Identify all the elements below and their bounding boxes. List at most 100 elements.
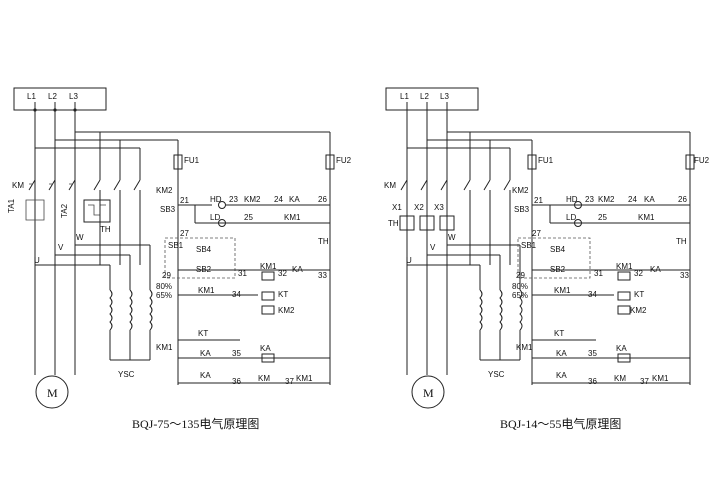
th-label-right: TH [388, 219, 399, 228]
km2-coil-label: KM2 [278, 306, 295, 315]
th-right-label: TH [318, 237, 329, 246]
left-schematic: L1 L2 L3 KM KM2 TA1 TA2 TH V U W [7, 87, 352, 431]
ka-run-label-right: KA [556, 371, 567, 380]
right-caption: BQJ-14～55电气原理图 [500, 416, 621, 431]
tap-80-label: 80% [156, 282, 172, 291]
kt-contact-label: KT [198, 329, 208, 338]
th-block-3 [439, 215, 455, 231]
km1-coil [261, 271, 275, 281]
phase-label-l1: L1 [27, 92, 36, 101]
x2-label: X2 [414, 203, 424, 212]
node-29-right: 29 [516, 271, 525, 280]
fu1-fuse-right [527, 154, 537, 170]
ka-coil [261, 353, 275, 363]
ka-parallel-label-right: KA [650, 265, 661, 274]
sb3-label: SB3 [160, 205, 176, 214]
fu2-fuse-right [685, 154, 695, 170]
ka-parallel-label: KA [292, 265, 303, 274]
node-21: 21 [180, 196, 189, 205]
node-25-right: 25 [598, 213, 607, 222]
node-35: 35 [232, 349, 241, 358]
km1-coil-right [617, 271, 631, 281]
ysc-autotransformer: YSC [109, 245, 153, 379]
power-source-box-right [385, 87, 479, 111]
phase-label-l2-right: L2 [420, 92, 429, 101]
km2-contact-label: KM2 [156, 186, 173, 195]
power-source-box [13, 87, 107, 111]
node-29: 29 [162, 271, 171, 280]
hd-lamp [218, 201, 226, 209]
sb4-label: SB4 [196, 245, 212, 254]
km1-interlock-label-right: KM1 [652, 374, 669, 383]
ka-hold-label-right: KA [556, 349, 567, 358]
node-26-right: 26 [678, 195, 687, 204]
km2-contact-label-right: KM2 [512, 186, 529, 195]
fu1-label: FU1 [184, 156, 200, 165]
ka-coil-label: KA [260, 344, 271, 353]
w-label: W [76, 233, 84, 242]
node-35-right: 35 [588, 349, 597, 358]
tap-80-label-right: 80% [512, 282, 528, 291]
km2-nc-label-right: KM2 [598, 195, 615, 204]
km1-ld-label-right: KM1 [638, 213, 655, 222]
hd-label: HD [210, 195, 222, 204]
node-34: 34 [232, 290, 241, 299]
ka-coil-label-right: KA [616, 344, 627, 353]
button-group-box [164, 237, 236, 279]
kt-coil-label: KT [278, 290, 288, 299]
kt-contact-label-right: KT [554, 329, 564, 338]
km-coil-label-right: KM [614, 374, 626, 383]
ta1-label: TA1 [7, 198, 16, 213]
v-label: V [58, 243, 64, 252]
node-24: 24 [274, 195, 283, 204]
x1-label: X1 [392, 203, 402, 212]
ta2-label: TA2 [60, 203, 69, 218]
node-25: 25 [244, 213, 253, 222]
node-33-right: 33 [680, 271, 689, 280]
node-37: 37 [285, 377, 294, 386]
fu2-label-right: FU2 [694, 156, 710, 165]
left-caption: BQJ-75～135电气原理图 [132, 416, 259, 431]
th-relay-box [83, 199, 111, 223]
ld-lamp-right [574, 219, 582, 227]
node-33: 33 [318, 271, 327, 280]
node-23-right: 23 [585, 195, 594, 204]
phase-label-l2: L2 [48, 92, 57, 101]
th-right-label-right: TH [676, 237, 687, 246]
v-label-right: V [430, 243, 436, 252]
u-label-right: U [406, 256, 412, 265]
ysc-label-right: YSC [488, 370, 505, 379]
node-31: 31 [238, 269, 247, 278]
node-21-right: 21 [534, 196, 543, 205]
km-main-label-right: KM [384, 181, 396, 190]
ka-coil-right [617, 353, 631, 363]
node-24-right: 24 [628, 195, 637, 204]
motor-left [35, 375, 69, 409]
kt-coil-label-right: KT [634, 290, 644, 299]
hd-label-right: HD [566, 195, 578, 204]
tap-65-label: 65% [156, 291, 172, 300]
th-label: TH [100, 225, 111, 234]
node-23: 23 [229, 195, 238, 204]
motor-label-left: M [47, 386, 58, 400]
node-34-right: 34 [588, 290, 597, 299]
node-37-right: 37 [640, 377, 649, 386]
km1-hold-label-right: KM1 [554, 286, 571, 295]
km-coil-label: KM [258, 374, 270, 383]
km1-ld-label: KM1 [284, 213, 301, 222]
ld-label: LD [210, 213, 220, 222]
sb3-label-right: SB3 [514, 205, 530, 214]
node-32-right: 32 [634, 269, 643, 278]
fu2-fuse [325, 154, 335, 170]
ka-top-label: KA [289, 195, 300, 204]
ka-top-label-right: KA [644, 195, 655, 204]
km1-coil-label-right: KM1 [616, 262, 633, 271]
sb1-label-right: SB1 [521, 241, 537, 250]
ysc-label: YSC [118, 370, 135, 379]
ka-hold-label: KA [200, 349, 211, 358]
phase-label-l1-right: L1 [400, 92, 409, 101]
km1-interlock-label: KM1 [296, 374, 313, 383]
ld-label-right: LD [566, 213, 576, 222]
km2-coil-right [617, 305, 631, 315]
